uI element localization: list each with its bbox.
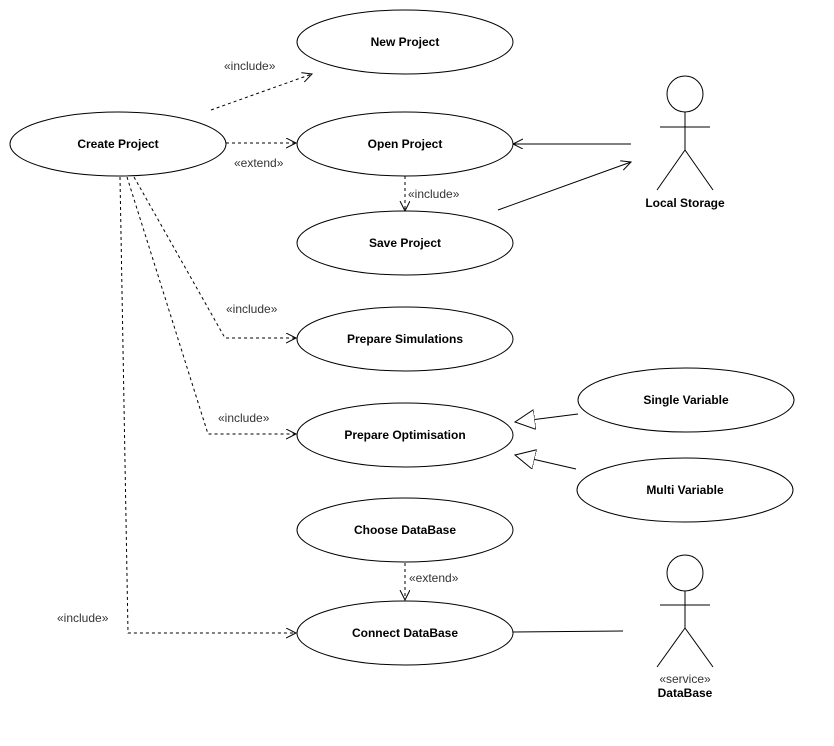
use-case-open-project: Open Project	[296, 111, 514, 177]
include-connect-database-label: «include»	[57, 611, 109, 625]
include-new-project-label: «include»	[224, 59, 276, 73]
save-project-local-storage-line	[497, 162, 631, 211]
svg-text:Connect DataBase: Connect DataBase	[352, 626, 458, 640]
svg-text:Create Project: Create Project	[77, 137, 158, 151]
svg-text:Multi Variable: Multi Variable	[646, 483, 724, 497]
use-case-prepare-simulations: Prepare Simulations	[296, 306, 514, 372]
use-case-connect-database: Connect DataBase	[296, 600, 514, 666]
svg-text:Prepare Simulations: Prepare Simulations	[347, 332, 463, 346]
multi-variable-generalization-line	[515, 455, 577, 470]
svg-text:Save Project: Save Project	[369, 236, 441, 250]
use-case-choose-database: Choose DataBase	[296, 497, 514, 563]
use-case-single-variable: Single Variable	[577, 367, 795, 433]
use-case-create-project: Create Project	[9, 111, 227, 177]
actor-local-storage: Local Storage	[645, 75, 725, 210]
include-connect-database-line	[119, 176, 296, 633]
connect-database-actor-line	[512, 630, 624, 633]
stick-figure-icon	[656, 554, 714, 668]
single-variable-generalization-line	[515, 414, 579, 422]
use-case-prepare-optimisation: Prepare Optimisation	[296, 402, 514, 468]
actor-database-name: DataBase	[658, 686, 713, 700]
svg-text:Prepare Optimisation: Prepare Optimisation	[344, 428, 465, 442]
svg-text:Single Variable: Single Variable	[643, 393, 729, 407]
use-case-multi-variable: Multi Variable	[576, 457, 794, 523]
include-save-project-label: «include»	[408, 187, 460, 201]
actor-database-stereotype: «service»	[659, 672, 711, 686]
include-new-project-line	[210, 74, 312, 111]
actor-database: «service» DataBase	[656, 554, 714, 700]
use-case-save-project: Save Project	[296, 210, 514, 276]
extend-open-project-label: «extend»	[234, 156, 284, 170]
extend-choose-database-label: «extend»	[409, 571, 459, 585]
svg-text:New Project: New Project	[371, 35, 440, 49]
actor-local-storage-name: Local Storage	[645, 196, 725, 210]
stick-figure-icon	[656, 75, 714, 191]
svg-text:Choose DataBase: Choose DataBase	[354, 523, 456, 537]
include-prepare-simulations-line	[133, 176, 296, 338]
include-prepare-optimisation-label: «include»	[218, 411, 270, 425]
include-prepare-simulations-label: «include»	[226, 302, 278, 316]
use-case-new-project: New Project	[296, 9, 514, 75]
svg-text:Open Project: Open Project	[368, 137, 443, 151]
